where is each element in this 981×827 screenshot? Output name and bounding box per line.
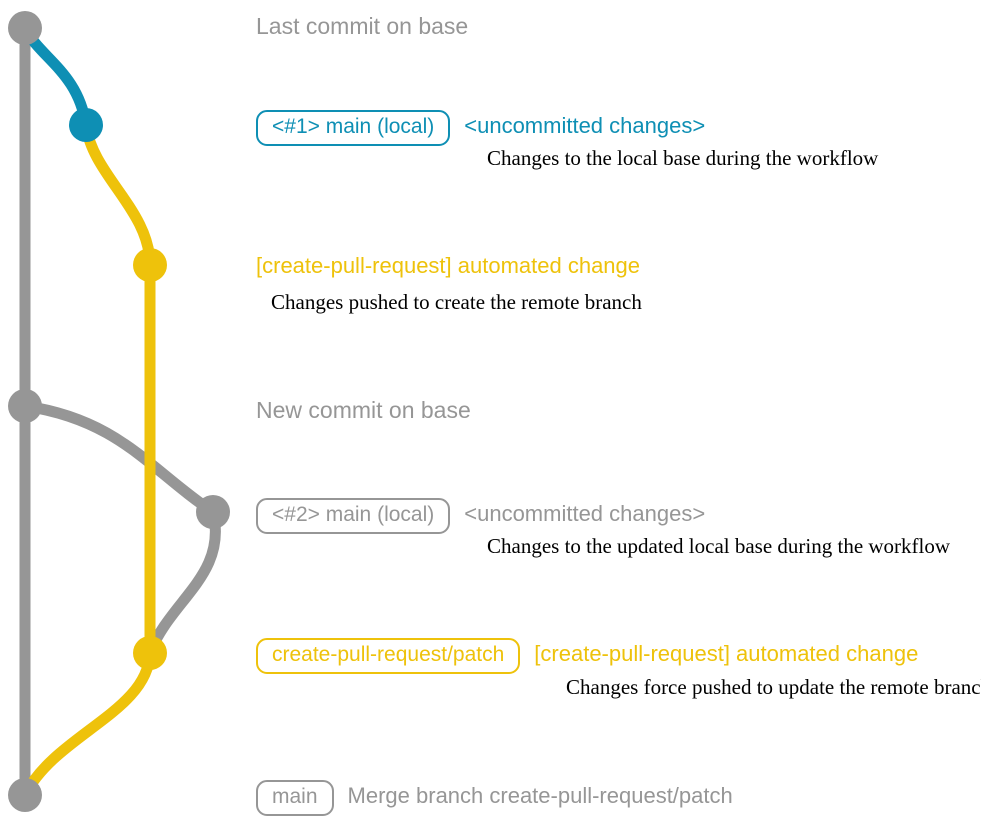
ref-badge-main-local-1[interactable]: <#1> main (local): [256, 110, 451, 147]
edge-base-to-local1: [19, 22, 92, 131]
edge-remote2-to-merge: [19, 647, 156, 801]
commit-node-base-new[interactable]: [8, 389, 42, 423]
commit-node-remote-1[interactable]: [133, 248, 167, 282]
heading-last-commit-on-base: Last commit on base: [256, 13, 469, 39]
commit-node-base-merge[interactable]: [8, 778, 42, 812]
row-merge-commit: main Merge branch create-pull-request/pa…: [256, 780, 733, 817]
commit-subject-remote-1: [create-pull-request] automated change: [256, 253, 641, 278]
edge-base-to-local2: [19, 400, 219, 518]
ref-badge-main[interactable]: main: [256, 780, 334, 817]
commit-subject-merge: Merge branch create-pull-request/patch: [347, 783, 733, 808]
commit-note-local-1: Changes to the local base during the wor…: [487, 146, 879, 170]
edge-local1-to-remote1: [80, 119, 156, 271]
heading-new-commit-on-base: New commit on base: [256, 397, 471, 423]
row-remote-commit-1: [create-pull-request] automated change: [256, 253, 640, 278]
commit-subject-local-2: <uncommitted changes>: [464, 501, 706, 526]
commit-subject-remote-2: [create-pull-request] automated change: [534, 641, 919, 666]
commit-note-remote-2: Changes force pushed to update the remot…: [566, 675, 981, 699]
row-local-commit-2: <#2> main (local) <uncommitted changes>: [256, 498, 706, 535]
row-local-commit-1: <#1> main (local) <uncommitted changes>: [256, 110, 706, 147]
commit-node-base-last[interactable]: [8, 11, 42, 45]
edge-local2-to-remote2: [144, 506, 221, 659]
ref-badge-create-pull-request-patch[interactable]: create-pull-request/patch: [256, 638, 521, 675]
commit-note-local-2: Changes to the updated local base during…: [487, 534, 951, 558]
commit-node-remote-2[interactable]: [133, 636, 167, 670]
row-remote-commit-2: create-pull-request/patch [create-pull-r…: [256, 638, 919, 675]
commit-node-local-2[interactable]: [196, 495, 230, 529]
commit-subject-local-1: <uncommitted changes>: [464, 113, 706, 138]
commit-node-local-1[interactable]: [69, 108, 103, 142]
ref-badge-main-local-2[interactable]: <#2> main (local): [256, 498, 451, 535]
commit-note-remote-1: Changes pushed to create the remote bran…: [271, 290, 642, 314]
